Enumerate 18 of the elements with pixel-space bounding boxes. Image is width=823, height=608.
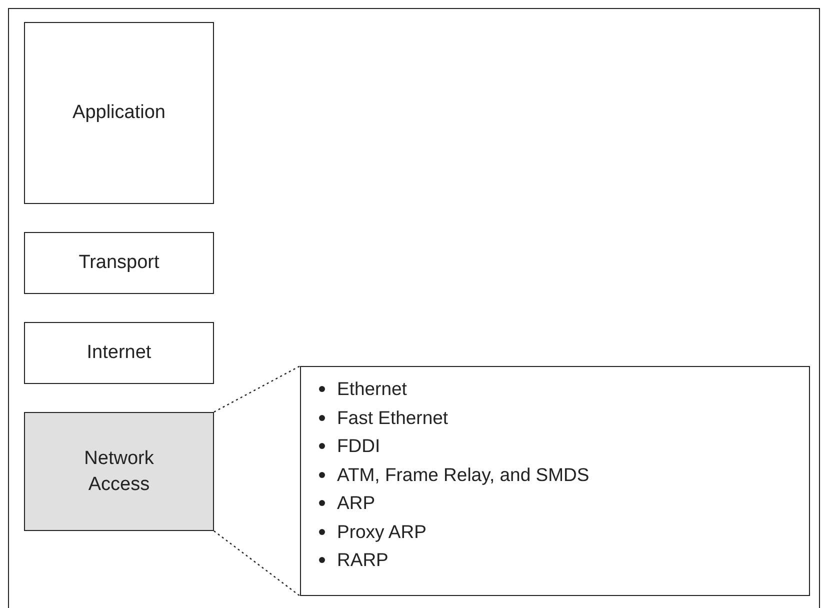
- dotted-connector: [214, 530, 300, 596]
- layer-box: [24, 322, 214, 384]
- list-item: ATM, Frame Relay, and SMDS: [337, 462, 590, 487]
- list-item: RARP: [337, 548, 388, 572]
- layer-label: Transport: [78, 251, 160, 275]
- list-box: [300, 366, 810, 596]
- layer-box: [24, 232, 214, 294]
- list-item: FDDI: [337, 434, 380, 458]
- layer-label: Network Access: [83, 446, 155, 496]
- list-item: Proxy ARP: [337, 520, 426, 544]
- list-item: ARP: [337, 491, 376, 515]
- layer-label: Internet: [86, 341, 152, 365]
- layer-box: [24, 412, 214, 531]
- layer-box: [24, 22, 214, 204]
- dotted-connector: [214, 365, 300, 413]
- list-item: Fast Ethernet: [337, 406, 448, 430]
- list-item: Ethernet: [337, 377, 407, 401]
- layer-label: Application: [72, 101, 166, 125]
